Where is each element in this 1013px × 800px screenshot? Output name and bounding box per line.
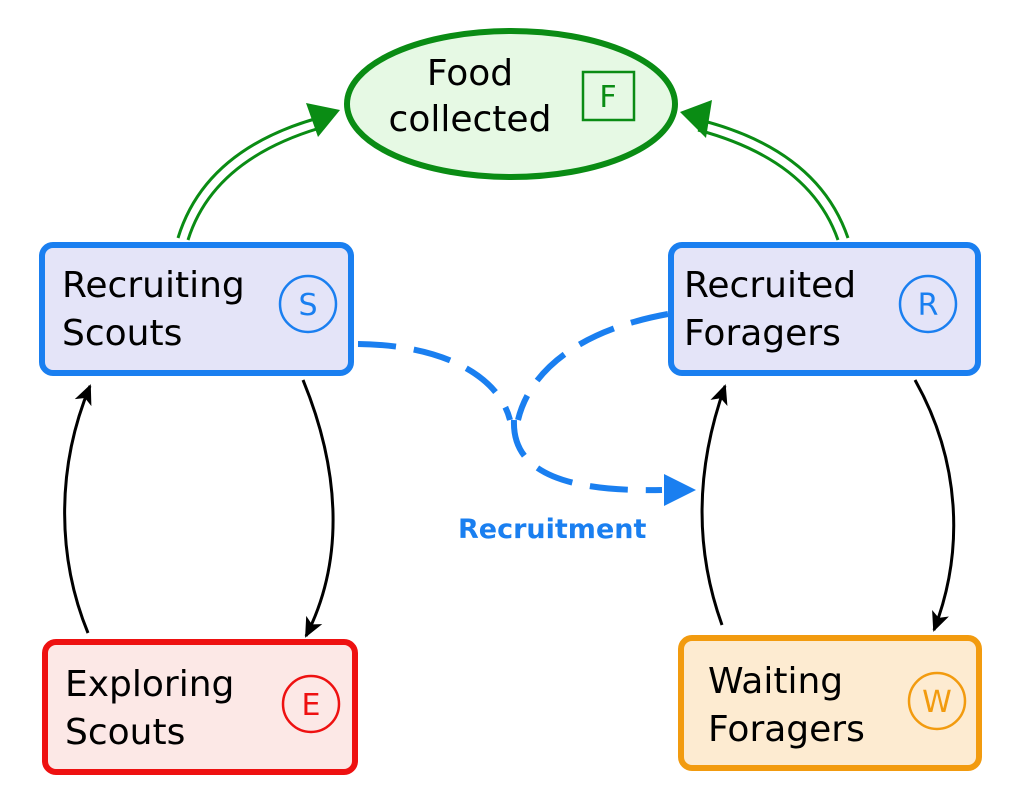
recruited-foragers-line2: Foragers (684, 313, 841, 354)
edge-scouts-to-food (176, 103, 340, 241)
recruited-foragers-badge-circle (898, 274, 958, 334)
waiting-foragers-badge-circle (907, 671, 967, 731)
recruiting-scouts-badge: S (298, 288, 317, 323)
edge-recruited-to-waiting (913, 379, 956, 632)
node-food-collected: Food collected F (344, 28, 678, 180)
arrowhead-green-right (680, 100, 712, 138)
edge-recruitment: Recruitment (357, 311, 696, 545)
node-exploring-scouts: Exploring Scouts E (42, 639, 358, 775)
recruiting-scouts-line1: Recruiting (62, 265, 245, 306)
edge-recruiting-to-exploring (301, 379, 335, 638)
arrowhead-blue (664, 474, 696, 506)
food-label-line2: collected (389, 99, 552, 140)
edge-exploring-to-recruiting (63, 384, 92, 634)
exploring-scouts-badge-circle (281, 674, 341, 734)
exploring-scouts-line1: Exploring (65, 664, 234, 705)
waiting-foragers-line1: Waiting (708, 661, 843, 702)
recruitment-label: Recruitment (458, 514, 646, 545)
exploring-scouts-line2: Scouts (65, 712, 185, 753)
food-badge-box (581, 70, 636, 122)
node-recruiting-scouts: Recruiting Scouts S (39, 242, 354, 376)
recruiting-scouts-line2: Scouts (62, 313, 182, 354)
node-waiting-foragers: Waiting Foragers W (678, 635, 982, 771)
edge-waiting-to-recruited (700, 384, 728, 626)
food-label-line1: Food (427, 53, 513, 94)
recruiting-scouts-badge-circle (278, 274, 338, 334)
food-badge: F (599, 80, 616, 115)
waiting-foragers-badge: W (922, 685, 952, 720)
recruited-foragers-badge: R (918, 288, 939, 323)
node-recruited-foragers: Recruited Foragers R (668, 242, 981, 376)
edge-foragers-to-food (680, 100, 850, 241)
exploring-scouts-badge: E (302, 688, 321, 723)
waiting-foragers-line2: Foragers (708, 709, 865, 750)
arrowhead-green-left (306, 103, 340, 137)
recruited-foragers-line1: Recruited (684, 265, 856, 306)
